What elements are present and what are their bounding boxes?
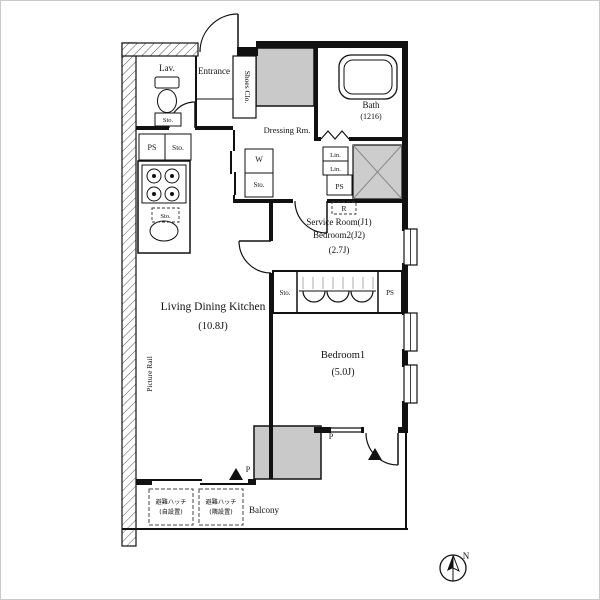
bedroom2-label: Bedroom2(J2) [313, 230, 365, 240]
washer-label: W [255, 155, 263, 164]
dressing-room-label: Dressing Rm. [264, 125, 311, 135]
service-room-ldk-door [238, 240, 272, 274]
room-labels: Lav. Entrance Shoes Clo. Bath (1216) Dre… [145, 63, 382, 515]
bathtub-icon [338, 54, 398, 100]
concrete-wall-hatching [121, 42, 199, 547]
toilet-icon [154, 76, 180, 113]
pipe-label-2: P [246, 465, 251, 474]
bath-label: Bath [363, 100, 380, 110]
lav-label: Lav. [159, 63, 175, 73]
stove-icon [141, 164, 187, 204]
doors [152, 13, 399, 485]
ps-label-2: PS [335, 182, 343, 191]
hanger-pipe-icon [299, 277, 376, 303]
lin-label-1: Lin. [330, 152, 341, 159]
utility-labels: PS Sto. Sto. W Sto. Lin. Lin. PS R Sto. … [148, 117, 394, 474]
entrance-label: Entrance [198, 66, 230, 76]
shoes-closet-box [232, 55, 257, 119]
hatch-own-label-line2: (自設置) [159, 508, 182, 516]
sto-label-kitchen: Sto. [160, 213, 171, 220]
evacuation-hatches: 避難ハッチ (自設置) 避難ハッチ (隣設置) [148, 488, 244, 526]
window-bedroom1-upper [402, 312, 418, 352]
picture-rail-label: Picture Rail [145, 356, 154, 392]
bath-size-label: (1216) [360, 112, 382, 121]
hatch-neighbor-label-line2: (隣設置) [209, 508, 232, 516]
compass-needle-icon [447, 555, 453, 571]
sink-icon [149, 220, 179, 242]
evacuation-triangle-left [229, 468, 243, 480]
interior-walls [136, 48, 402, 479]
window-service-room [402, 228, 418, 266]
service-room-label: Service Room(J1) [306, 217, 371, 227]
utility-boxes [138, 55, 357, 223]
shoes-closet-label: Shoes Clo. [243, 71, 252, 104]
lin-label-2: Lin. [330, 166, 341, 173]
pipe-label-1: P [329, 432, 334, 441]
bath-folding-door [320, 130, 350, 140]
kitchen-counter [137, 160, 191, 254]
bedroom1-label: Bedroom1 [321, 350, 365, 361]
hall-sliding-door [230, 151, 236, 195]
ldk-label: Living Dining Kitchen [161, 301, 266, 313]
sto-label-dressing: Sto. [253, 181, 264, 189]
balcony-label: Balcony [249, 505, 279, 515]
bedroom2-size-label: (2.7J) [329, 245, 350, 255]
bedroom1-south-window [331, 426, 361, 434]
balcony-outline [122, 433, 408, 530]
compass-north-label: N [463, 551, 470, 561]
shaft-top [255, 47, 315, 107]
evacuation-triangle-right [368, 448, 382, 460]
sto-label-1: Sto. [172, 143, 184, 152]
ldk-size-label: (10.8J) [198, 321, 228, 332]
balcony-sliding-window [152, 479, 250, 485]
window-bedroom1-lower [402, 364, 418, 404]
compass: N [439, 551, 470, 582]
ps-label-3: PS [386, 289, 394, 297]
hatch-neighbor-label-line1: 避難ハッチ [206, 498, 237, 506]
entrance-door [199, 13, 239, 53]
shaft-bottom [253, 425, 322, 480]
closet-row [272, 270, 403, 314]
sto-label-lav: Sto. [163, 117, 174, 124]
refrigerator-label: R [341, 204, 346, 213]
sto-label-closet: Sto. [279, 289, 290, 297]
hatch-own-label-line1: 避難ハッチ [156, 498, 187, 506]
windows [331, 228, 418, 434]
bedroom1-size-label: (5.0J) [331, 367, 354, 378]
service-room-door [294, 200, 328, 234]
ps-label-1: PS [148, 143, 157, 152]
